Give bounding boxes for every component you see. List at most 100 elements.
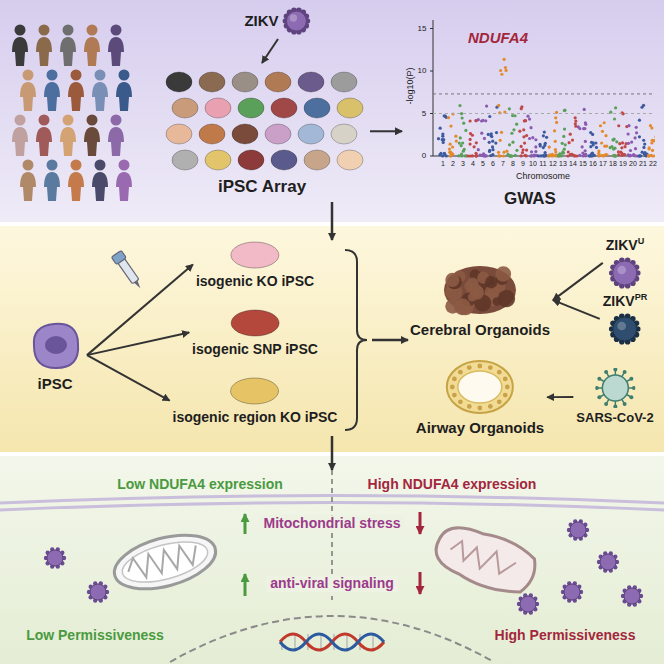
zika-icon [608, 256, 642, 290]
axis-tick-label: 13 [559, 160, 567, 168]
text-label: NDUFA4 [468, 30, 528, 47]
node-box: Cerebral Organoids [410, 262, 550, 338]
node-label: SARS-CoV-2 [576, 410, 653, 425]
brace [345, 250, 367, 430]
text-label: Chromosome [516, 172, 570, 182]
label-group: Cerebral Organoids [410, 321, 550, 338]
virus-particles [44, 519, 643, 615]
label-group: ZIKV [244, 12, 278, 29]
mitochondrion-healthy [109, 525, 222, 598]
axis-tick-label: 1 [441, 160, 445, 168]
axis-tick-label: 19 [619, 160, 627, 168]
connector-arrow [553, 263, 603, 300]
plot-icon [405, 8, 655, 186]
down-arrow [419, 512, 422, 534]
node-box: ZIKVPR [603, 292, 648, 346]
node-label: iPSC [37, 375, 72, 392]
label-group: SARS-CoV-2 [576, 411, 653, 426]
label-group: GWAS [504, 189, 556, 209]
axis-tick-label: 10 [529, 160, 537, 168]
text-label: 15 [418, 24, 427, 33]
node-label: ZIKV [244, 12, 278, 29]
zikapr-icon [608, 312, 642, 346]
oval-icon [229, 308, 281, 338]
node-label: Cerebral Organoids [410, 321, 550, 338]
cerebral-icon [440, 262, 520, 318]
oval-icon [229, 376, 281, 406]
down-arrow [331, 436, 334, 470]
axis-tick-label: 17 [599, 160, 607, 168]
node-label: isogenic region KO iPSC [173, 409, 338, 425]
text-label: High Permissiveness [495, 628, 636, 643]
axis-tick-label: 6 [491, 160, 495, 168]
axis-tick-label: 9 [521, 160, 525, 168]
label-group: iPSC Array [218, 177, 306, 197]
node-label: iPSC Array [218, 177, 306, 196]
people-icons [12, 25, 132, 202]
axis-tick-label: 11 [539, 160, 546, 168]
connector-arrow [370, 130, 402, 132]
mitochondrion-stressed [429, 518, 541, 601]
node-box: iPSC Array [157, 66, 367, 197]
oval-icon [229, 240, 281, 270]
superscript-label: U [638, 236, 645, 246]
axis-tick-label: 12 [549, 160, 557, 168]
connector-arrow [262, 39, 278, 63]
node-label: isogenic SNP iPSC [192, 341, 318, 357]
down-arrow [331, 202, 334, 240]
label-group: ZIKVU [606, 236, 644, 253]
node-box: SARS-CoV-2 [576, 368, 653, 426]
label-group: isogenic SNP iPSC [192, 341, 318, 357]
axis-tick-label: 18 [609, 160, 617, 168]
text-label: 5 [422, 109, 426, 118]
text-label: 10 [418, 67, 427, 76]
axis-tick-label: 21 [639, 160, 647, 168]
node-label: ZIKV [603, 293, 635, 309]
axis-tick-label: 4 [471, 160, 475, 168]
node-box: iPSC [26, 318, 84, 392]
node-box: isogenic SNP iPSC [192, 308, 318, 357]
node-label: Airway Organoids [416, 419, 544, 436]
text-label: -log10(P) [406, 67, 416, 104]
superscript-label: PR [635, 292, 648, 302]
node-label: isogenic KO iPSC [196, 273, 314, 289]
connector-arrow [87, 265, 193, 356]
node-box: isogenic KO iPSC [196, 240, 314, 289]
axis-tick-label: 20 [629, 160, 637, 168]
text-label: Mitochondrial stress [260, 515, 405, 532]
cell-icon [26, 318, 84, 372]
up-arrow [244, 514, 247, 534]
axis-tick-label: 14 [569, 160, 577, 168]
airway-icon [444, 358, 516, 416]
node-box: Airway Organoids [416, 358, 544, 436]
sars-icon [595, 368, 635, 408]
node-label: ZIKV [606, 237, 638, 253]
axis-tick-label: 7 [501, 160, 505, 168]
node-box: ZIKV [244, 6, 311, 36]
connector-arrow [553, 300, 600, 319]
label-group: Airway Organoids [416, 419, 544, 436]
nuclear-envelope [170, 616, 494, 662]
connector-arrow [547, 396, 573, 398]
text-label: High NDUFA4 expression [368, 477, 537, 492]
axis-tick-label: 5 [481, 160, 485, 168]
text-label: 0 [422, 152, 426, 161]
connector-arrow [87, 355, 170, 400]
axis-tick-label: 16 [589, 160, 597, 168]
axis-tick-label: 3 [461, 160, 465, 168]
dna-helix [280, 634, 384, 652]
axis-tick-label: 2 [451, 160, 455, 168]
label-group: isogenic region KO iPSC [173, 409, 338, 425]
pipette-icon [111, 250, 145, 291]
node-box: ZIKVU [606, 236, 644, 290]
label-group: iPSC [37, 375, 72, 392]
zika-icon [282, 6, 312, 36]
text-label: Low NDUFA4 expression [117, 477, 283, 492]
axis-tick-label: 8 [511, 160, 515, 168]
up-arrow [244, 574, 247, 596]
node-label: GWAS [504, 189, 556, 208]
down-arrow [419, 572, 422, 594]
text-label: anti-viral signaling [266, 575, 398, 592]
